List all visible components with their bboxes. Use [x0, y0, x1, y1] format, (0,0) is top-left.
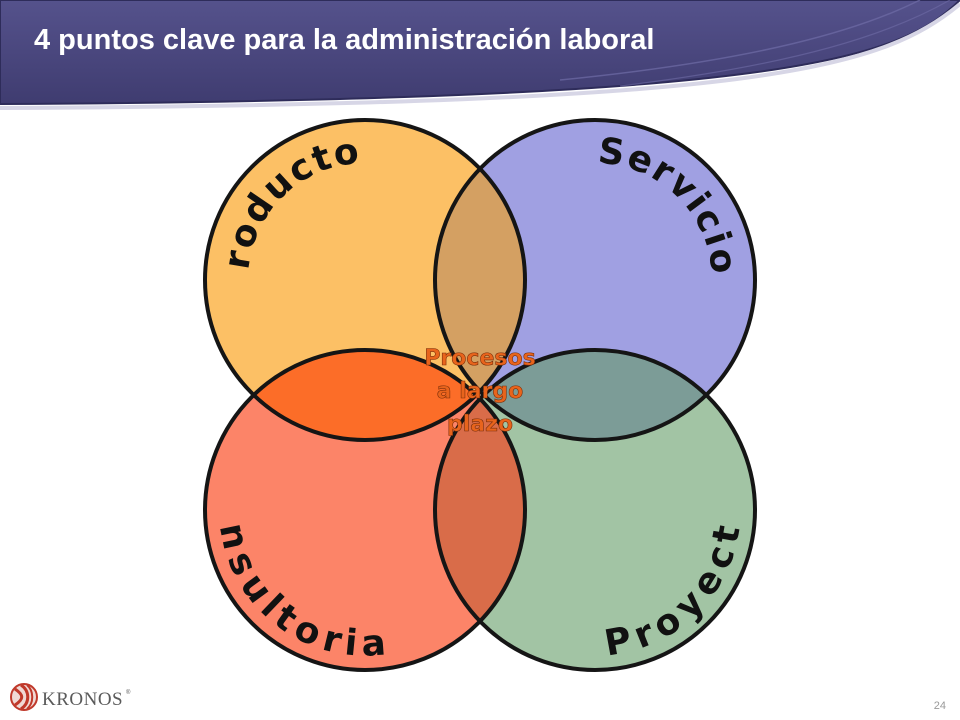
- kronos-globe-icon: [10, 683, 38, 711]
- center-line-1: Procesos: [424, 346, 535, 371]
- header-bar: [0, 0, 960, 110]
- registered-mark-icon: ®: [126, 689, 131, 696]
- center-label: Procesos a largo plazo: [424, 346, 536, 438]
- center-line-2: a largo: [437, 379, 524, 404]
- page-title: 4 puntos clave para la administración la…: [34, 24, 655, 56]
- page-number: 24: [933, 700, 946, 712]
- kronos-logo: KRONOS ®: [10, 683, 131, 711]
- kronos-logo-text: KRONOS: [42, 689, 123, 710]
- circle-servicios: [435, 120, 755, 440]
- circle-outlines: [203, 118, 757, 672]
- circle-proyecto: [435, 350, 755, 670]
- center-line-3: plazo: [447, 412, 513, 437]
- circle-producto: [205, 120, 525, 440]
- circle-consultoria: [205, 350, 525, 670]
